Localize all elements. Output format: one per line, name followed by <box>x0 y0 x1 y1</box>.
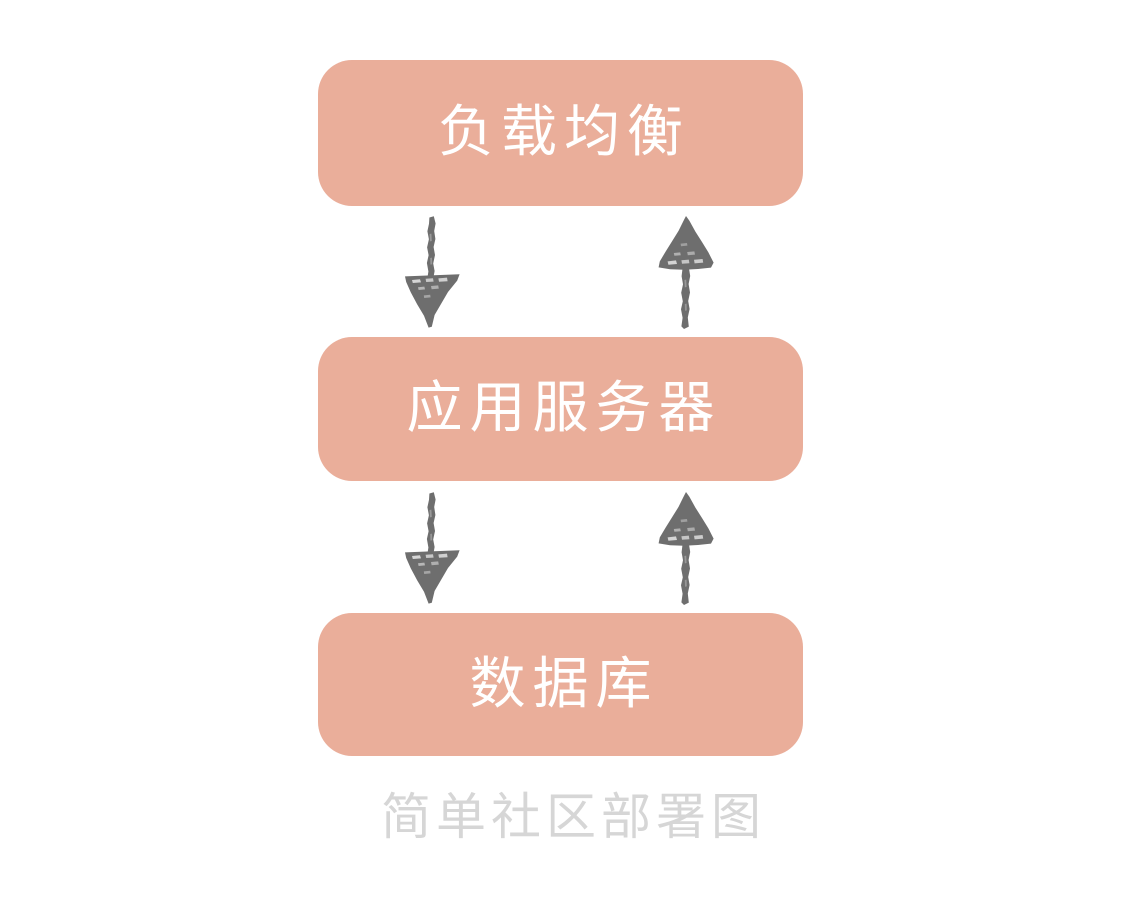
connector-group-app-db <box>318 482 803 613</box>
node-app-server[interactable]: 应用服务器 <box>318 337 803 481</box>
node-database[interactable]: 数据库 <box>318 613 803 756</box>
node-load-balancer[interactable]: 负载均衡 <box>318 60 803 206</box>
connector-group-lb-app <box>318 206 803 337</box>
arrow-down-icon[interactable] <box>400 214 464 332</box>
node-load-balancer-label: 负载均衡 <box>438 100 690 165</box>
diagram-caption: 简单社区部署图 <box>381 788 766 846</box>
arrow-down-icon[interactable] <box>400 490 464 608</box>
node-app-server-label: 应用服务器 <box>406 376 722 441</box>
node-database-label: 数据库 <box>469 651 659 717</box>
arrow-up-icon[interactable] <box>654 490 718 608</box>
arrow-up-icon[interactable] <box>654 214 718 332</box>
